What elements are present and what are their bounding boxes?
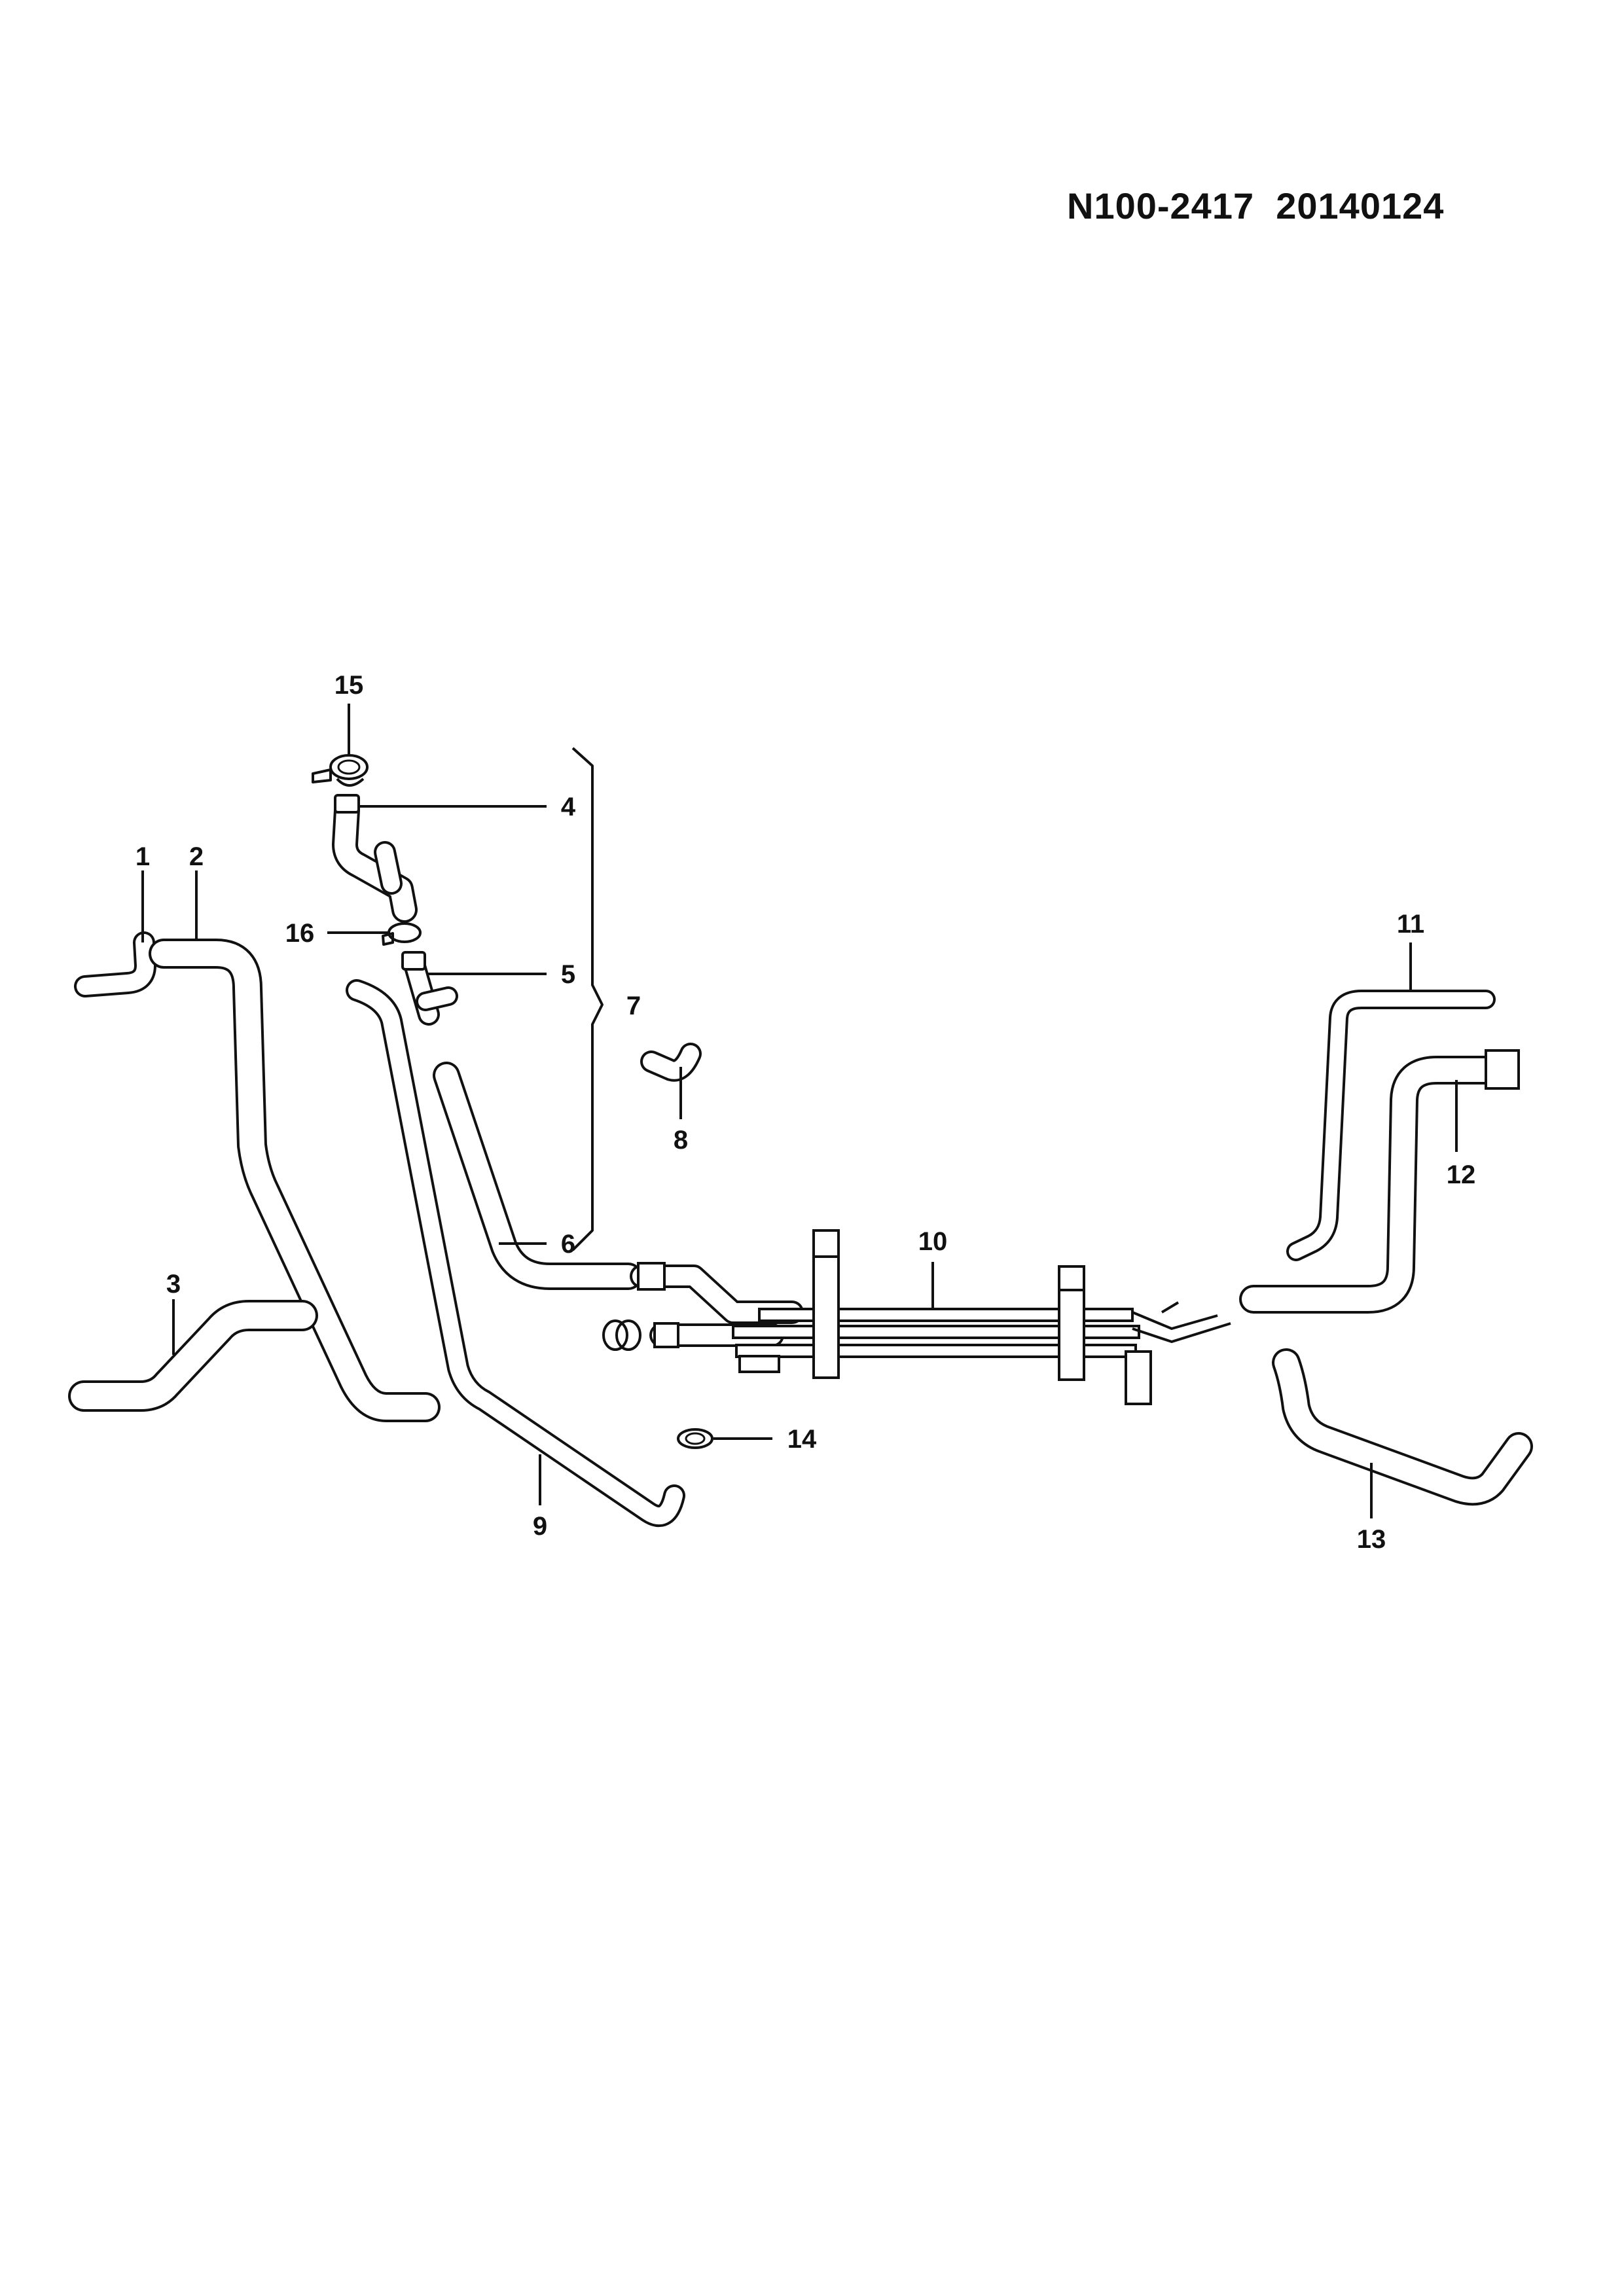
part-15-clamp — [312, 704, 369, 787]
callout-13: 13 — [1357, 1525, 1386, 1554]
part-13-hose — [1272, 1348, 1533, 1518]
callout-5: 5 — [561, 960, 575, 989]
date-code: 20140124 — [1276, 185, 1445, 226]
callout-6: 6 — [561, 1230, 575, 1259]
callout-8: 8 — [674, 1126, 688, 1155]
callout-15: 15 — [334, 671, 364, 700]
callout-16: 16 — [285, 919, 315, 948]
part-3-hose — [68, 1299, 318, 1412]
part-2-hose — [149, 870, 441, 1422]
callout-11: 11 — [1397, 910, 1424, 939]
part-6-hose — [433, 1062, 642, 1290]
part-10-pipe-assembly — [630, 1229, 1231, 1405]
part-number: N100-2417 — [1067, 185, 1255, 226]
part-16-clamp — [327, 922, 422, 946]
callout-7: 7 — [626, 992, 641, 1020]
part-1-hose — [74, 870, 156, 997]
part-4-hose — [332, 794, 547, 923]
bracket-7 — [571, 747, 604, 1251]
callout-10: 10 — [918, 1227, 948, 1256]
callout-12: 12 — [1447, 1160, 1476, 1189]
document-id: N100-2417 20140124 — [1067, 185, 1444, 227]
callout-2: 2 — [189, 842, 204, 871]
callout-9: 9 — [533, 1512, 547, 1541]
part-11-hose — [1286, 942, 1496, 1261]
callout-4: 4 — [561, 793, 576, 821]
callout-3: 3 — [166, 1270, 181, 1299]
part-8-elbow — [640, 1043, 702, 1119]
callout-1: 1 — [135, 842, 150, 871]
callout-14: 14 — [787, 1425, 817, 1454]
part-9-hose — [346, 979, 685, 1528]
part-14-clamp — [602, 1319, 772, 1449]
part-12-hose — [1239, 1049, 1520, 1314]
part-5-connector — [401, 951, 547, 1026]
